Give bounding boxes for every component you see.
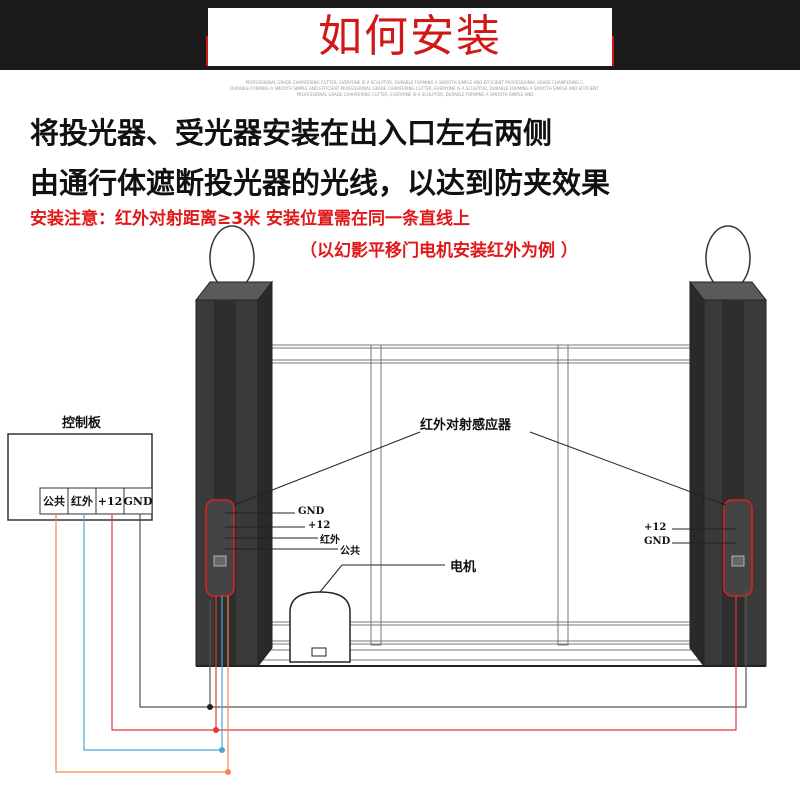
control-panel [7,433,153,521]
left-gate-post [194,280,274,668]
title-tick-left [206,36,208,66]
left-wire-label-common: 公共 [340,546,360,557]
terminal-gnd: GND [123,494,153,508]
right-lamp-globe [705,225,751,291]
fineprint-line: DURABLE FORMING A SMOOTH SIMPLE AND EFFI… [230,86,600,91]
right-ir-sensor [723,499,753,597]
left-ir-sensor [205,499,235,597]
terminal-infrared: 红外 [71,495,93,508]
panel-title: 控制板 [62,416,102,431]
left-lamp-globe [209,225,255,291]
right-gate-post [688,280,768,668]
right-wire-label-gnd: GND [644,536,671,547]
motor-label: 电机 [450,560,477,575]
gate-motor [289,564,445,663]
left-wire-label-gnd: GND [298,506,325,517]
page-title: 如何安装 [318,11,502,62]
install-note-example: （以幻影平移门电机安装红外为例 ） [300,241,578,261]
terminal-common: 公共 [43,495,65,508]
right-wire-label-plus12: +12 [644,522,667,533]
terminal-plus12: +12 [97,494,123,508]
intro-line-1: 将投光器、受光器安装在出入口左右两侧 [30,116,553,150]
sensor-label: 红外对射感应器 [420,418,512,433]
fineprint-line: PROFESSIONAL GRADE CHAMFERING CUTTER, EV… [296,92,534,97]
intro-line-2: 由通行体遮断投光器的光线，以达到防夹效果 [30,166,611,200]
left-wire-label-plus12: +12 [308,520,331,531]
title-tick-right [612,36,614,66]
install-note: 安装注意：红外对射距离≥3米 安装位置需在同一条直线上 [30,209,470,229]
fineprint-line: PROFESSIONAL GRADE CHAMFERING CUTTER, EV… [245,80,585,85]
left-wire-label-infrared: 红外 [320,535,340,546]
title-box: 如何安装 [208,8,612,66]
wiring [55,514,747,773]
